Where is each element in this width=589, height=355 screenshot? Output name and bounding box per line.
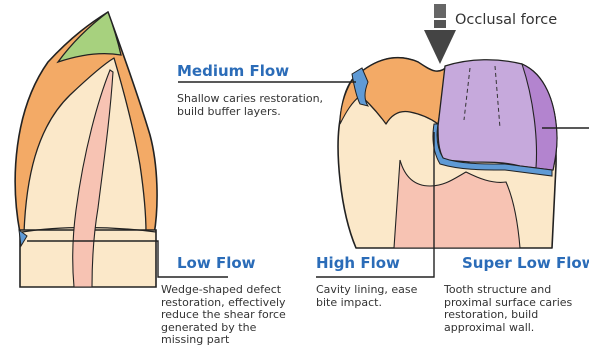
- super-low-flow-title: Super Low Flow: [462, 254, 589, 272]
- occlusal-force-label: Occlusal force: [455, 12, 557, 28]
- medium-flow-title: Medium Flow: [177, 62, 289, 80]
- super-low-flow-description: Tooth structure and proximal surface car…: [444, 284, 586, 334]
- occlusal-force-arrow: [424, 4, 456, 64]
- high-flow-title: High Flow: [316, 254, 400, 272]
- low-flow-title: Low Flow: [177, 254, 256, 272]
- molar-tooth: [338, 58, 557, 248]
- low-flow-description: Wedge-shaped defect restoration, effecti…: [161, 284, 295, 347]
- high-flow-description: Cavity lining, ease bite impact.: [316, 284, 434, 309]
- medium-flow-description: Shallow caries restoration, build buffer…: [177, 93, 337, 118]
- anterior-tooth: [15, 12, 157, 287]
